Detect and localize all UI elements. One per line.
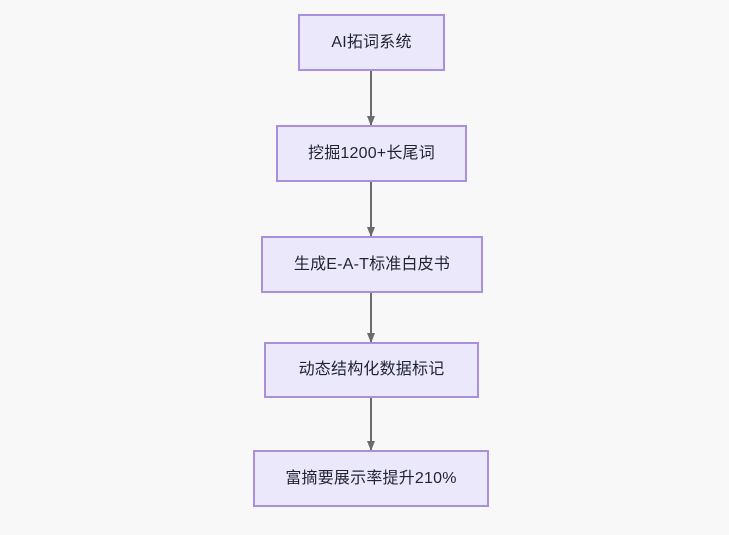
node-label: 挖掘1200+长尾词 [308,144,435,162]
node-label: 动态结构化数据标记 [298,361,445,378]
node-label: 富摘要展示率提升210% [285,469,457,487]
node-label: 生成E-A-T标准白皮书 [293,255,451,273]
flowchart-node-rich-snippet-rate-increase[interactable]: 富摘要展示率提升210% [253,450,489,507]
flowchart-node-dynamic-structured-data-markup[interactable]: 动态结构化数据标记 [264,342,479,398]
flowchart-node-ai-keyword-system[interactable]: AI拓词系统 [298,14,445,71]
flowchart-node-mine-longtail-keywords[interactable]: 挖掘1200+长尾词 [276,125,467,182]
node-label: AI拓词系统 [331,33,412,51]
flowchart-node-generate-eat-whitepaper[interactable]: 生成E-A-T标准白皮书 [261,236,483,293]
